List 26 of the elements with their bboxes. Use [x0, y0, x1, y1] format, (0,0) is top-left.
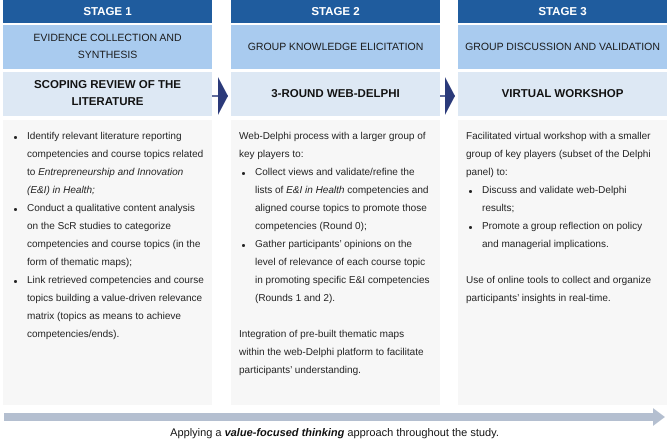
method-box: 3-ROUND WEB-DELPHI [231, 72, 440, 116]
bullet-item: Link retrieved competencies and course topics building a value-driven relevance matrix (topics as means to achieve competencies/ends). [27, 274, 204, 342]
chevron-arrow [440, 77, 455, 115]
bullet-item: Conduct a qualitative content analysis on the ScR studies to categorize competencies and course topics (in the form of thematic maps); [27, 202, 202, 270]
method-box: SCOPING REVIEW OF THE LITERATURE [3, 72, 212, 116]
stage-header: STAGE 3 [458, 0, 667, 23]
bullet-item: Identify relevant literature reporting competencies and course topics related to Entrepreneurship and Innovation (E&I) in Health; [27, 130, 204, 198]
paragraph: Facilitated virtual workshop with a smaller group of key players (subset of the Delphi panel) to: [466, 130, 652, 180]
stage-header: STAGE 2 [231, 0, 440, 23]
bullet-item: Gather participants’ opinions on the level of relevance of each course topic in promoting specific E&I competencies (Rounds 1 and 2). [255, 238, 431, 306]
description-panel [231, 120, 440, 405]
bullet-item: Collect views and validate/refine the lists of E&I in Health competencies and aligned course topics to promote those competencies (Round 0); [255, 166, 430, 234]
method-box: VIRTUAL WORKSHOP [458, 72, 667, 116]
description-panel [458, 120, 667, 405]
paragraph: Integration of pre-built thematic maps within the web-Delphi platform to facilitate participants’ understanding. [239, 328, 425, 378]
paragraph: Web-Delphi process with a larger group of key players to: [239, 130, 427, 162]
bullet-item: Promote a group reflection on policy and managerial implications. [482, 220, 644, 252]
paragraph: Use of online tools to collect and organize participants’ insights in real-time. [466, 274, 652, 306]
caption: Applying a value-focused thinking approach throughout the study. [169, 427, 500, 439]
stage-header: STAGE 1 [3, 0, 212, 23]
chevron-arrow [212, 77, 228, 115]
description-panel [3, 120, 212, 405]
category-box: EVIDENCE COLLECTION AND SYNTHESIS [3, 25, 212, 69]
category-box: GROUP DISCUSSION AND VALIDATION [458, 25, 667, 69]
bullet-item: Discuss and validate web-Delphi results; [482, 184, 628, 216]
category-box: GROUP KNOWLEDGE ELICITATION [231, 25, 440, 69]
